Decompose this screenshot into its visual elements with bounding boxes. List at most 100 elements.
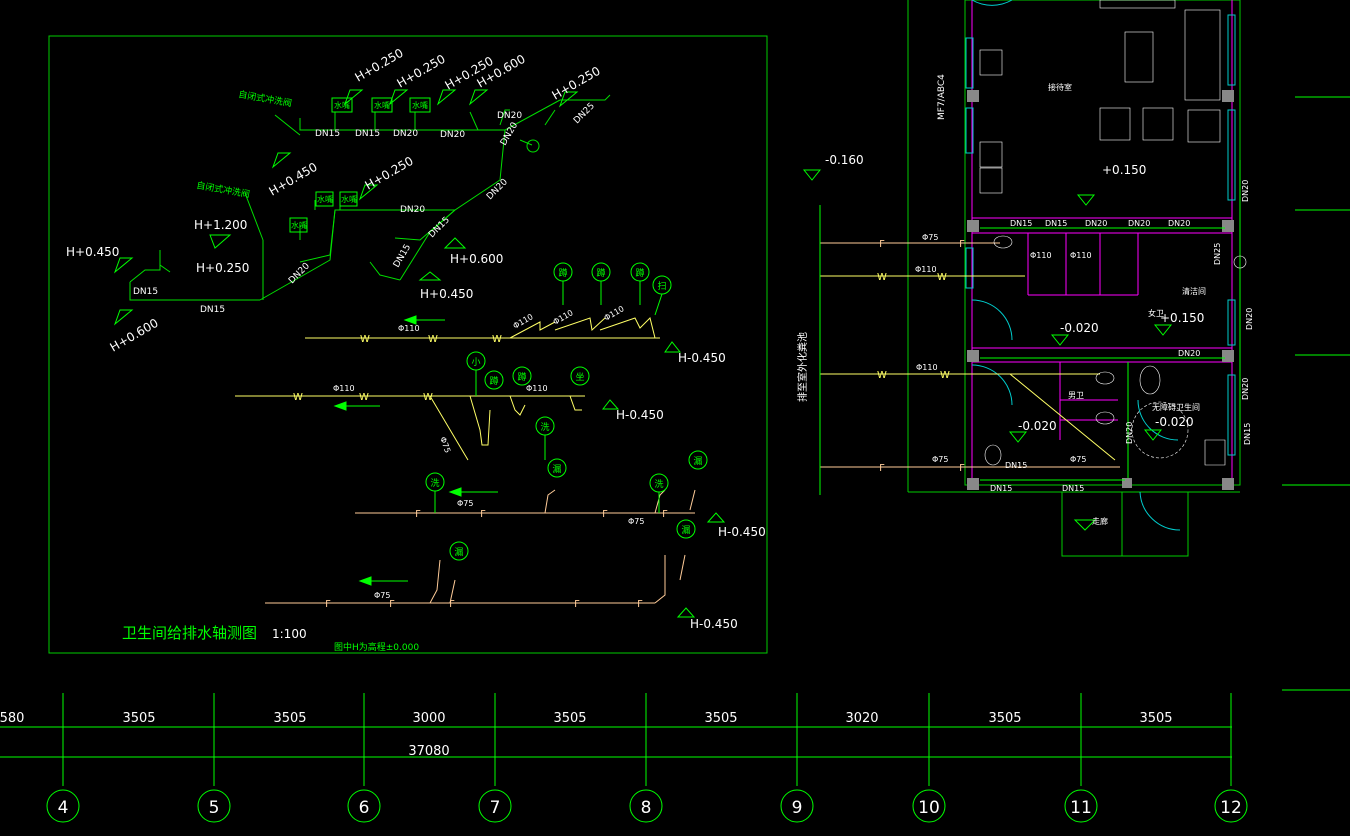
elevation-markers xyxy=(113,89,726,618)
room-label: 无障碍卫生间 xyxy=(1152,402,1200,412)
pipe-letter-f: F xyxy=(415,509,421,520)
dimension-span: 3505 xyxy=(1139,711,1172,726)
room-label: 走廊 xyxy=(1092,516,1108,526)
fixture-label: 漏 xyxy=(681,524,690,536)
axis-label: 11 xyxy=(1070,798,1092,818)
axis-label: 7 xyxy=(490,798,501,818)
drawing-scale: 1:100 xyxy=(272,627,307,641)
pipe-letter-f: F xyxy=(662,509,668,520)
pipe-letter-w: W xyxy=(423,392,433,403)
drain-size-label: Φ110 xyxy=(512,312,535,331)
axis-bubble xyxy=(46,789,80,823)
faucet-group xyxy=(289,97,431,233)
valve-note: 自闭式冲洗阀 xyxy=(195,179,250,200)
plan-elevation: +0.150 xyxy=(1160,311,1204,325)
faucet-label: 水嘴 xyxy=(412,100,428,110)
dimension-span: 3020 xyxy=(845,711,878,726)
pipe-letter-w: W xyxy=(428,334,438,345)
faucet-label: 水嘴 xyxy=(317,194,333,204)
valve-note: 自闭式冲洗阀 xyxy=(237,88,292,109)
pipe-letter-w: W xyxy=(293,392,303,403)
pipe-size-label: DN15 xyxy=(133,287,158,297)
elevation-note: 图中H为高程±0.000 xyxy=(334,641,419,653)
plan-elevation: -0.020 xyxy=(1155,415,1194,429)
pipe-letter-w: W xyxy=(492,334,502,345)
pipe-size-label: DN20 xyxy=(287,261,312,286)
axis-bubble xyxy=(629,789,663,823)
axis-label: 4 xyxy=(58,798,69,818)
pipe-size-label: DN15 xyxy=(315,129,340,139)
axis-label: 9 xyxy=(792,798,803,818)
fixture-label: 扫 xyxy=(657,280,666,292)
pipe-size-label: DN15 xyxy=(392,243,413,270)
pipe-size-label: DN25 xyxy=(572,101,597,126)
dimension-span: 3505 xyxy=(553,711,586,726)
plan-elevation: +0.150 xyxy=(1102,163,1146,177)
elevation-label: H-0.450 xyxy=(718,525,766,539)
plan-pipe-label: DN20 xyxy=(1085,219,1107,228)
plan-drain-label: Φ110 xyxy=(915,265,937,274)
elevation-label: H+0.250 xyxy=(363,154,416,193)
pipe-letter-f: F xyxy=(574,599,580,610)
plan-pipe-label: DN15 xyxy=(990,484,1012,493)
pipe-letter-f: F xyxy=(602,509,608,520)
elevation-label: H+0.600 xyxy=(450,252,503,266)
fixture-label: 漏 xyxy=(454,546,463,558)
plan-pipe-label: DN25 xyxy=(1213,243,1222,265)
plan-pipe-label: DN15 xyxy=(1045,219,1067,228)
dimension-span: 3505 xyxy=(988,711,1021,726)
elevation-label: H-0.450 xyxy=(616,408,664,422)
plan-letter-f: F xyxy=(959,463,965,474)
plan-letter-w: W xyxy=(877,272,887,283)
pipe-letter-f: F xyxy=(637,599,643,610)
faucet-label: 水嘴 xyxy=(291,220,307,230)
room-label: 女卫 xyxy=(1148,308,1164,318)
plan-pipe-label: DN15 xyxy=(1010,219,1032,228)
dimension-span: 3505 xyxy=(122,711,155,726)
plan-pipe-label: DN20 xyxy=(1125,422,1134,444)
axis-label: 5 xyxy=(209,798,220,818)
axis-bubble xyxy=(197,789,231,823)
fixture-label: 小 xyxy=(471,357,480,368)
drain-size-label: Φ75 xyxy=(628,517,644,526)
elevation-label: H-0.450 xyxy=(678,351,726,365)
elevation-label: H+0.450 xyxy=(420,287,473,301)
elevation-label: H+1.200 xyxy=(194,218,247,232)
axonometric-frame xyxy=(48,35,768,654)
pipe-size-label: DN20 xyxy=(440,130,465,140)
axis-label: 12 xyxy=(1220,798,1242,818)
dimension-span: 580 xyxy=(0,711,24,726)
plan-drain-label: Φ110 xyxy=(916,363,938,372)
drain-piping-f xyxy=(265,489,696,604)
plan-pipe-label: DN20 xyxy=(1178,349,1200,358)
axis-bubble xyxy=(1214,789,1248,823)
drain-size-label: Φ75 xyxy=(457,499,473,508)
axis-label: 10 xyxy=(918,798,940,818)
plan-drain-label: Φ110 xyxy=(1070,251,1092,260)
faucet-label: 水嘴 xyxy=(334,100,350,110)
plan-letter-w: W xyxy=(937,272,947,283)
plan-drain-label: Φ75 xyxy=(922,233,938,242)
axis-label: 6 xyxy=(359,798,370,818)
plan-pipe-label: DN20 xyxy=(1168,219,1190,228)
supply-piping xyxy=(129,94,611,301)
fixture-label: 漏 xyxy=(552,463,561,475)
axis-bubble xyxy=(912,789,946,823)
plan-side-label: 排至室外化粪池 xyxy=(796,332,809,402)
faucet-label: 水嘴 xyxy=(341,194,357,204)
plan-letter-f: F xyxy=(879,239,885,250)
plan-pipe-label: DN20 xyxy=(1241,378,1250,400)
elevation-label: H-0.450 xyxy=(690,617,738,631)
plan-elevation: -0.020 xyxy=(1060,321,1099,335)
plan-pipe-label: DN15 xyxy=(1243,423,1252,445)
pipe-size-label: DN20 xyxy=(485,177,510,202)
dimension-span: 3505 xyxy=(704,711,737,726)
drain-size-label: Φ110 xyxy=(398,324,420,333)
pipe-size-label: DN15 xyxy=(200,305,225,315)
plan-drain-label: Φ75 xyxy=(932,455,948,464)
pipe-letter-f: F xyxy=(325,599,331,610)
fixture-circles xyxy=(425,262,708,561)
elevation-label: H+0.250 xyxy=(196,261,249,275)
fixture-label: 洗 xyxy=(430,477,439,489)
